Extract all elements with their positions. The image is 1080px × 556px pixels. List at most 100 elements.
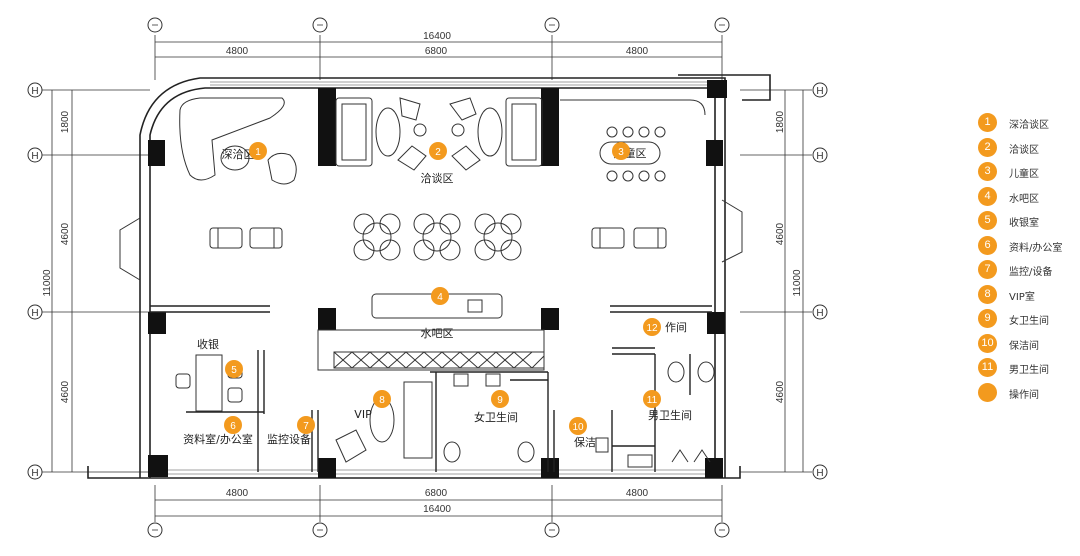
legend-label: 操作间 (1009, 389, 1039, 401)
legend-item: 6 资料/办公室 (978, 235, 1078, 261)
dim-bottom-left: 4800 (226, 488, 249, 499)
marker-3: 3 (612, 142, 630, 160)
dim-bottom-total: 16400 (423, 504, 451, 515)
legend-marker: 1 (978, 113, 997, 132)
legend-marker (978, 382, 997, 402)
legend-marker: 5 (978, 211, 997, 230)
dim-right-bottom: 4600 (775, 380, 786, 403)
legend-item: 7 监控/设备 (978, 260, 1078, 285)
room-cashier: 收银 (197, 337, 219, 351)
dim-right-mid: 4600 (775, 222, 786, 245)
dim-bottom-mid: 6800 (425, 488, 448, 499)
room-women-wc: 女卫生间 (474, 410, 518, 424)
axis-right-3: H (816, 308, 823, 319)
interior-walls (150, 305, 712, 472)
axis-bubble-ticks (152, 24, 725, 531)
deep-talk-furniture (179, 97, 297, 185)
legend-label: 监控/设备 (1009, 267, 1053, 278)
legend-item: 11 男卫生间 (978, 358, 1078, 383)
marker-12-text: 12 (646, 323, 658, 334)
room-deep-talk: 深洽区 (222, 148, 255, 161)
top-dimensions (154, 35, 723, 80)
bottom-dimensions (154, 485, 723, 522)
legend-item: 4 水吧区 (978, 186, 1078, 212)
marker-4-text: 4 (437, 292, 443, 303)
axis-right-2: H (816, 151, 823, 162)
marker-2-text: 2 (435, 147, 441, 158)
axis-left-3: H (31, 308, 38, 319)
axis-left-1: H (31, 86, 38, 97)
bar-counter (317, 293, 545, 371)
marker-11: 11 (643, 390, 661, 408)
marker-2: 2 (429, 142, 447, 160)
columns (148, 80, 727, 478)
marker-7: 7 (297, 416, 315, 434)
legend-label: VIP室 (1009, 291, 1035, 303)
outer-walls (87, 74, 771, 479)
dim-top-left: 4800 (226, 46, 249, 57)
window-lines (160, 81, 720, 475)
legend-marker: 11 (978, 358, 997, 377)
room-vip: VIP (354, 408, 372, 421)
dim-left-mid: 4600 (60, 222, 71, 245)
dim-left-top: 1800 (60, 110, 71, 133)
legend-marker: 4 (978, 186, 997, 206)
room-cleaning: 保洁 (574, 435, 596, 449)
marker-10-text: 10 (572, 422, 584, 433)
legend-label: 资料/办公室 (1009, 242, 1063, 254)
room-office: 资料室/办公室 (183, 432, 253, 446)
kids-area-furniture (560, 99, 706, 182)
room-monitor: 监控设备 (267, 432, 311, 446)
legend-label: 洽谈区 (1009, 144, 1039, 156)
dim-top-mid: 6800 (425, 46, 448, 57)
marker-12: 12 (643, 318, 661, 336)
legend-label: 男卫生间 (1009, 365, 1049, 376)
right-dimensions (740, 89, 812, 473)
dim-top-right: 4800 (626, 46, 649, 57)
marker-8: 8 (373, 390, 391, 408)
marker-9: 9 (491, 390, 509, 408)
legend-marker: 8 (978, 284, 997, 304)
legend-item: 2 洽谈区 (978, 137, 1078, 163)
legend-label: 水吧区 (1009, 193, 1039, 205)
room-talk: 洽谈区 (421, 172, 454, 185)
legend-item: 8 VIP室 (978, 284, 1078, 310)
marker-7-text: 7 (303, 421, 309, 432)
marker-8-text: 8 (379, 395, 385, 406)
room-ops: 作间 (665, 321, 687, 334)
marker-1-text: 1 (255, 147, 261, 158)
legend-label: 儿童区 (1009, 169, 1039, 180)
dim-top-total: 16400 (423, 31, 451, 42)
marker-6: 6 (224, 416, 242, 434)
legend-marker: 7 (978, 260, 997, 279)
marker-5: 5 (225, 360, 243, 378)
legend-item: 操作间 (978, 382, 1078, 408)
marker-9-text: 9 (497, 395, 503, 406)
axis-right-1: H (816, 86, 823, 97)
marker-4: 4 (431, 287, 449, 305)
axis-left-4: H (31, 468, 38, 479)
axis-left-2: H (31, 151, 38, 162)
side-doors (119, 199, 743, 281)
talk-area-furniture (335, 97, 543, 171)
legend-marker: 2 (978, 137, 997, 157)
lounge-furniture (209, 213, 667, 261)
legend-label: 收银室 (1009, 218, 1039, 229)
marker-6-text: 6 (230, 421, 236, 432)
left-dimensions (42, 89, 150, 473)
legend-marker: 9 (978, 309, 997, 328)
marker-10: 10 (569, 417, 587, 435)
marker-3-text: 3 (618, 147, 624, 158)
room-bar: 水吧区 (421, 327, 454, 340)
restroom-fixtures (443, 361, 715, 468)
dim-left-bottom: 4600 (60, 380, 71, 403)
legend-marker: 10 (978, 333, 997, 353)
marker-1: 1 (249, 142, 267, 160)
legend-marker: 6 (978, 235, 997, 255)
marker-5-text: 5 (231, 365, 237, 376)
dim-right-total: 11000 (792, 269, 803, 297)
